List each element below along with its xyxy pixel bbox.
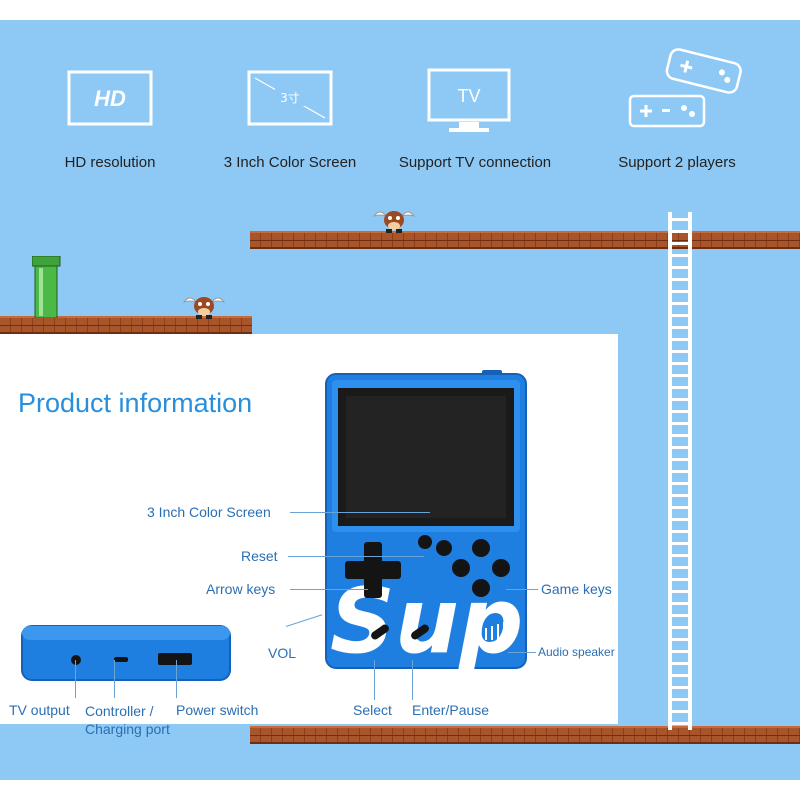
charging-port[interactable] bbox=[114, 657, 128, 662]
feature-label: Support 2 players bbox=[618, 154, 736, 171]
pipe-icon bbox=[32, 256, 61, 318]
callout-vol: VOL bbox=[268, 645, 297, 661]
callout-select: Select bbox=[353, 702, 392, 718]
svg-text:3寸: 3寸 bbox=[280, 91, 300, 105]
two-controllers-icon bbox=[628, 48, 742, 128]
callout-audio-speaker: Audio speaker bbox=[538, 645, 615, 659]
callout-power-switch: Power switch bbox=[176, 702, 259, 718]
callout-reset: Reset bbox=[241, 548, 278, 564]
feature-label: HD resolution bbox=[64, 154, 156, 171]
reset-button[interactable] bbox=[418, 535, 432, 549]
ladder-icon bbox=[668, 212, 692, 730]
callout-controller-port: Controller / Charging port bbox=[85, 703, 170, 737]
callout-arrow-keys: Arrow keys bbox=[206, 581, 276, 597]
console-bottom-view bbox=[21, 625, 231, 681]
hd-icon: HD bbox=[67, 70, 153, 126]
game-keys bbox=[436, 539, 510, 597]
callout-tv-output: TV output bbox=[9, 702, 70, 718]
brick-platform-upper bbox=[250, 231, 800, 249]
feature-label: 3 Inch Color Screen bbox=[223, 154, 357, 171]
svg-text:TV: TV bbox=[457, 86, 480, 106]
callout-enter-pause: Enter/Pause bbox=[412, 702, 490, 718]
callout-game-keys: Game keys bbox=[541, 581, 612, 597]
console-front: Sup bbox=[325, 370, 527, 672]
brick-platform-left bbox=[0, 316, 252, 334]
winged-goomba-icon bbox=[372, 211, 416, 233]
feature-label: Support TV connection bbox=[398, 154, 552, 171]
winged-goomba-icon bbox=[182, 297, 226, 319]
sup-logo: Sup bbox=[330, 569, 523, 672]
promo-scene: HD HD resolution 3寸 3 Inch Color Screen … bbox=[0, 20, 800, 780]
tv-icon: TV bbox=[427, 68, 511, 132]
enter-pause-button[interactable] bbox=[410, 623, 431, 641]
select-button[interactable] bbox=[370, 623, 391, 641]
svg-text:HD: HD bbox=[94, 86, 126, 111]
product-info-title: Product information bbox=[18, 388, 253, 418]
screen-size-icon: 3寸 bbox=[247, 70, 333, 126]
callout-screen: 3 Inch Color Screen bbox=[147, 504, 271, 520]
speaker-grille-icon bbox=[485, 620, 511, 640]
power-switch[interactable] bbox=[158, 653, 192, 665]
tv-output-port[interactable] bbox=[71, 655, 81, 665]
product-info-panel: Product information Sup bbox=[0, 334, 618, 737]
brick-floor bbox=[250, 726, 800, 744]
